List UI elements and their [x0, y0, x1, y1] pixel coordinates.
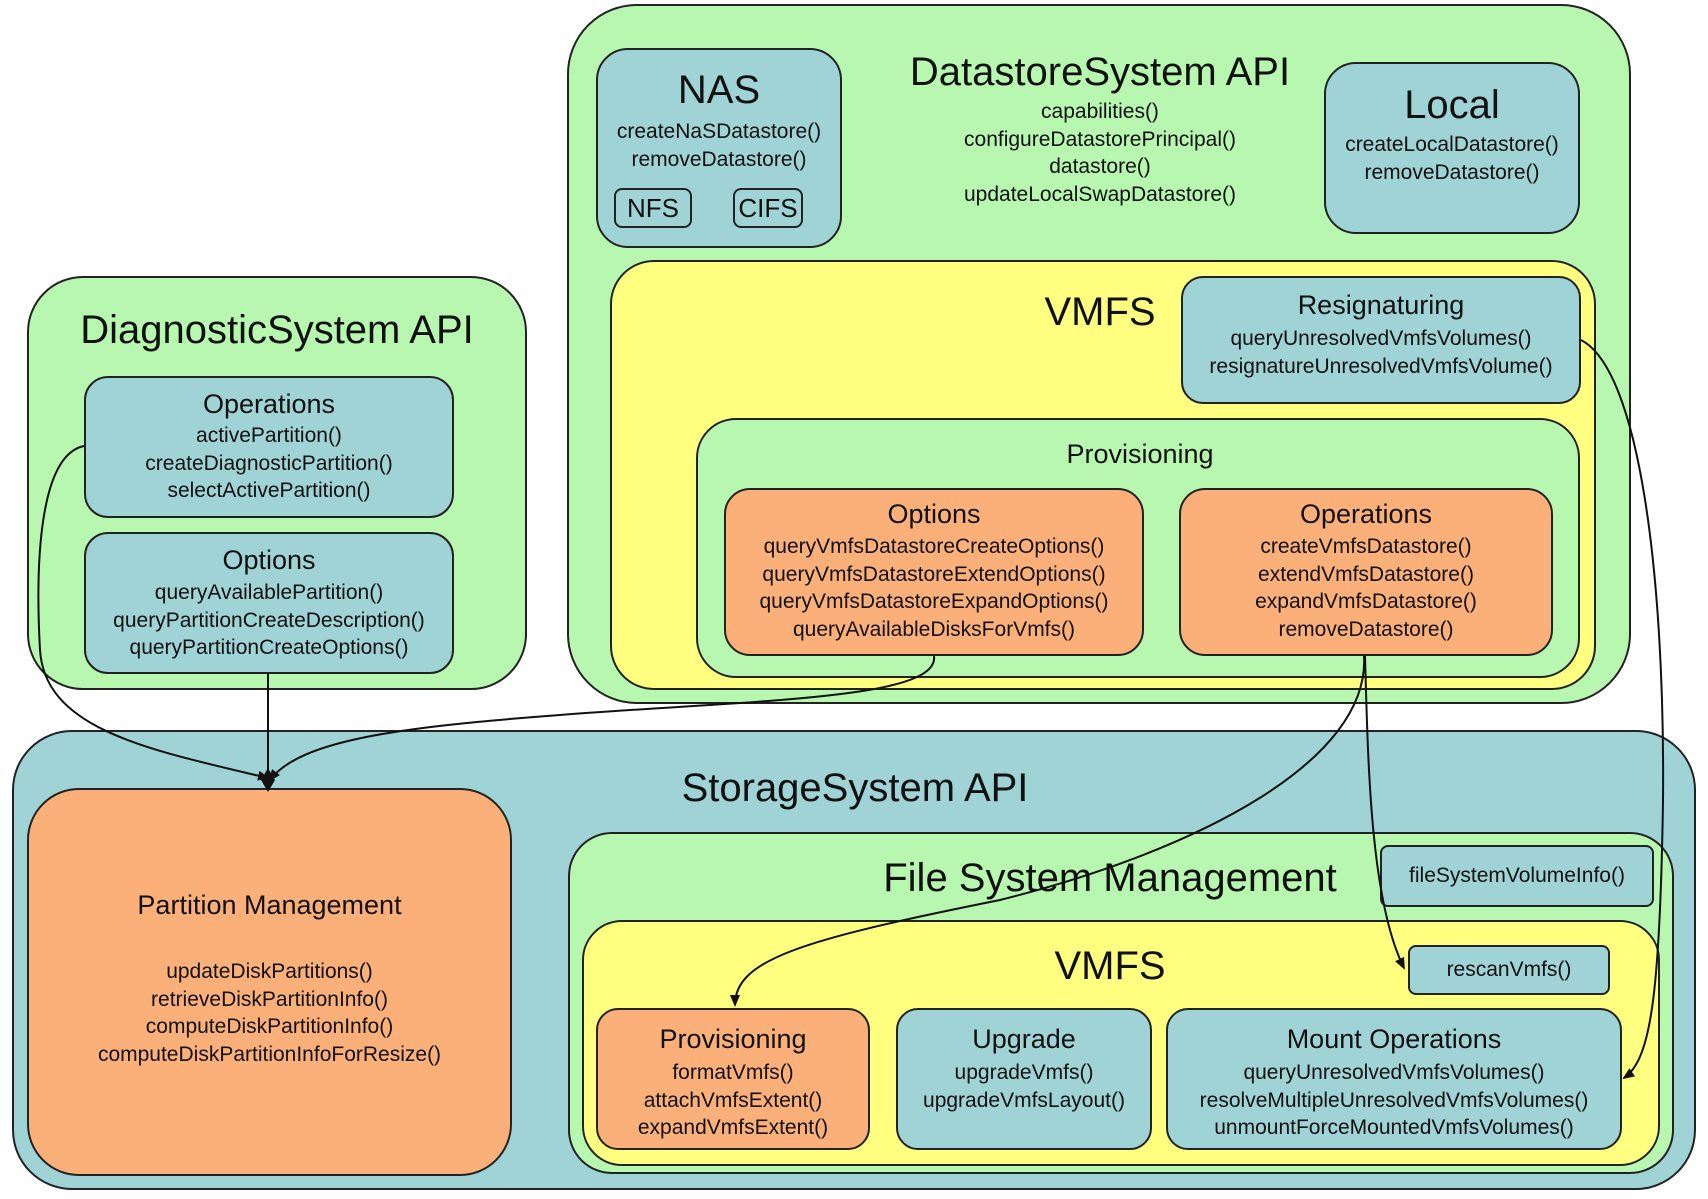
resignaturing-box [1181, 276, 1581, 404]
fsm-provisioning-title: Provisioning [659, 1024, 807, 1054]
mount-operations-title: Mount Operations [1286, 1024, 1502, 1054]
diagnostic-options-method[interactable]: queryPartitionCreateDescription() [113, 608, 425, 632]
local-title: Local [1404, 83, 1500, 127]
local-box [1324, 62, 1580, 234]
resignaturing-title: Resignaturing [1297, 290, 1465, 320]
mount-operations-box [1166, 1008, 1622, 1150]
local-method[interactable]: createLocalDatastore() [1345, 133, 1559, 156]
partition-management-title: Partition Management [137, 890, 402, 920]
vmfs-options-method[interactable]: queryAvailableDisksForVmfs() [792, 617, 1076, 641]
mount-operations-method[interactable]: resolveMultipleUnresolvedVmfsVolumes() [1199, 1088, 1589, 1112]
vmfs-operations-method[interactable]: extendVmfsDatastore() [1258, 562, 1474, 586]
partition-management-method[interactable]: updateDiskPartitions() [166, 960, 373, 983]
local-methods-list: createLocalDatastore() removeDatastore() [1324, 131, 1580, 186]
datastore-system-api-title: DatastoreSystem API [909, 50, 1291, 94]
rescan-vmfs-box[interactable]: rescanVmfs() [1408, 945, 1610, 995]
vmfs-operations-title: Operations [1299, 499, 1433, 529]
partition-management-method[interactable]: computeDiskPartitionInfo() [145, 1015, 394, 1038]
fsm-provisioning-methods-list: formatVmfs() attachVmfsExtent() expandVm… [596, 1059, 870, 1142]
diagnostic-options-method[interactable]: queryPartitionCreateOptions() [129, 636, 409, 659]
nfs-box[interactable]: NFS [614, 188, 692, 228]
partition-management-method[interactable]: computeDiskPartitionInfoForResize() [97, 1042, 442, 1066]
nas-method[interactable]: removeDatastore() [631, 147, 807, 171]
datastore-methods-list: capabilities() configureDatastorePrincip… [900, 98, 1300, 208]
nas-title: NAS [677, 68, 761, 112]
upgrade-method[interactable]: upgradeVmfsLayout() [923, 1088, 1125, 1112]
fsm-provisioning-box [596, 1008, 870, 1150]
mount-operations-method[interactable]: queryUnresolvedVmfsVolumes() [1243, 1061, 1545, 1084]
partition-management-methods-list: updateDiskPartitions() retrieveDiskParti… [27, 958, 512, 1068]
fsm-provisioning-method[interactable]: attachVmfsExtent() [643, 1088, 823, 1112]
datastore-provisioning-title: Provisioning [1066, 439, 1214, 469]
upgrade-title: Upgrade [972, 1024, 1076, 1054]
file-system-management-title: File System Management [883, 856, 1337, 900]
diagnostic-options-methods-list: queryAvailablePartition() queryPartition… [84, 579, 454, 662]
diagnostic-options-title: Options [222, 545, 316, 575]
datastore-method[interactable]: datastore() [1049, 155, 1151, 178]
diagnostic-operations-method[interactable]: createDiagnosticPartition() [145, 451, 393, 475]
diagnostic-operations-method[interactable]: selectActivePartition() [167, 479, 371, 502]
nas-methods-list: createNaSDatastore() removeDatastore() [596, 118, 842, 173]
vmfs-operations-method[interactable]: removeDatastore() [1278, 617, 1454, 641]
partition-management-method[interactable]: retrieveDiskPartitionInfo() [151, 987, 388, 1011]
fsm-provisioning-method[interactable]: expandVmfsExtent() [637, 1116, 829, 1139]
mount-operations-method[interactable]: unmountForceMountedVmfsVolumes() [1214, 1116, 1574, 1139]
vmfs-options-method[interactable]: queryVmfsDatastoreExpandOptions() [759, 590, 1109, 613]
vmfs-options-methods-list: queryVmfsDatastoreCreateOptions() queryV… [724, 533, 1144, 643]
vmfs-operations-method[interactable]: expandVmfsDatastore() [1255, 590, 1477, 613]
storage-system-api-title: StorageSystem API [681, 766, 1029, 810]
diagnostic-operations-methods-list: activePartition() createDiagnosticPartit… [84, 422, 454, 505]
partition-management-box [27, 788, 512, 1176]
diagnostic-operations-method[interactable]: activePartition() [196, 424, 342, 447]
datastore-method[interactable]: configureDatastorePrincipal() [964, 127, 1236, 151]
resignaturing-method[interactable]: resignatureUnresolvedVmfsVolume() [1209, 354, 1553, 378]
diagnostic-system-api-title: DiagnosticSystem API [80, 308, 474, 352]
vmfs-operations-box [1179, 488, 1553, 656]
resignaturing-method[interactable]: queryUnresolvedVmfsVolumes() [1230, 327, 1532, 350]
datastore-method[interactable]: updateLocalSwapDatastore() [964, 182, 1236, 206]
local-method[interactable]: removeDatastore() [1364, 160, 1540, 184]
vmfs-options-method[interactable]: queryVmfsDatastoreCreateOptions() [763, 535, 1105, 558]
nas-method[interactable]: createNaSDatastore() [616, 120, 822, 143]
mount-operations-methods-list: queryUnresolvedVmfsVolumes() resolveMult… [1166, 1059, 1622, 1142]
vmfs-options-title: Options [887, 499, 981, 529]
file-system-volume-info-box[interactable]: fileSystemVolumeInfo() [1380, 845, 1654, 907]
vmfs-options-method[interactable]: queryVmfsDatastoreExtendOptions() [762, 562, 1106, 586]
fsm-provisioning-method[interactable]: formatVmfs() [672, 1061, 794, 1084]
diagnostic-options-method[interactable]: queryAvailablePartition() [154, 581, 384, 604]
vmfs-options-box [724, 488, 1144, 656]
fsm-vmfs-title: VMFS [1054, 944, 1166, 988]
upgrade-box [896, 1008, 1152, 1150]
upgrade-methods-list: upgradeVmfs() upgradeVmfsLayout() [896, 1059, 1152, 1114]
vmfs-operations-method[interactable]: createVmfsDatastore() [1260, 535, 1472, 558]
vmfs-operations-methods-list: createVmfsDatastore() extendVmfsDatastor… [1179, 533, 1553, 643]
diagnostic-operations-title: Operations [202, 389, 336, 419]
upgrade-method[interactable]: upgradeVmfs() [954, 1061, 1094, 1084]
datastore-vmfs-title: VMFS [1044, 290, 1156, 334]
cifs-box[interactable]: CIFS [733, 188, 803, 228]
datastore-method[interactable]: capabilities() [1041, 100, 1159, 123]
resignaturing-methods-list: queryUnresolvedVmfsVolumes() resignature… [1181, 325, 1581, 380]
